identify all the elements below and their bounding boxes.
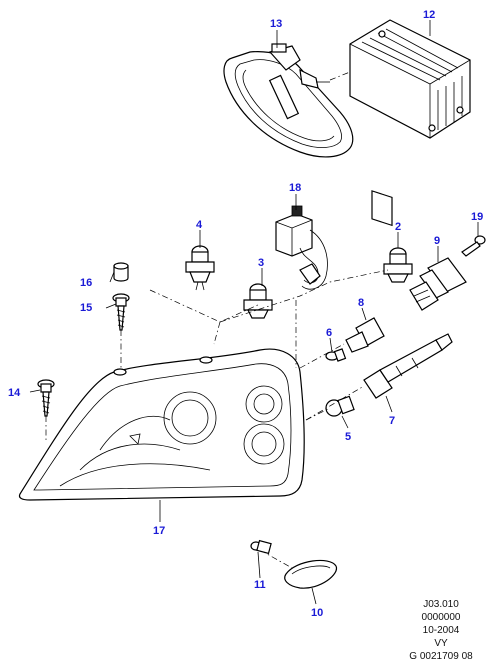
part-8-bulb-holder [345, 317, 385, 353]
part-19-screw [461, 235, 486, 257]
callout-4: 4 [196, 219, 203, 231]
callout-19: 19 [471, 211, 483, 223]
callout-18: 18 [289, 182, 301, 194]
part-7-bulb-holder-harness [363, 333, 453, 399]
callout-8: 8 [358, 297, 364, 309]
callout-10: 10 [311, 607, 323, 619]
callout-12: 12 [423, 9, 435, 21]
callout-2: 2 [395, 221, 401, 233]
callout-13: 13 [270, 18, 282, 30]
leader-lines [29, 20, 479, 605]
part-5-bulb [325, 395, 355, 417]
part-12-ballast-module [349, 19, 471, 227]
reference-drawing-id: G 0021709 08 [409, 651, 473, 662]
callout-11: 11 [254, 579, 266, 591]
callout-16: 16 [80, 277, 92, 289]
reference-model: VY [434, 638, 448, 649]
reference-block: J03.010 0000000 10-2004 VY G 0021709 08 [399, 598, 483, 663]
part-13-gasket [223, 43, 354, 158]
callout-6: 6 [326, 327, 332, 339]
part-3-bulb [243, 283, 273, 319]
reference-date: 10-2004 [422, 625, 460, 636]
part-18-connector-harness [275, 205, 328, 290]
callout-5: 5 [345, 431, 351, 443]
reference-code: J03.010 [423, 599, 459, 610]
part-17-headlamp-assembly [18, 348, 305, 501]
callout-3: 3 [258, 257, 264, 269]
part-15-screw [112, 293, 130, 331]
part-2-bulb [383, 247, 413, 283]
part-4-bulb [185, 245, 215, 291]
part-6-wedge-bulb [325, 348, 347, 362]
reference-number: 0000000 [421, 612, 461, 623]
callout-9: 9 [434, 235, 440, 247]
part-11-bulb [250, 539, 272, 555]
part-14-screw [37, 379, 55, 417]
part-9-xenon-bulb [409, 257, 467, 311]
callout-14: 14 [8, 387, 21, 399]
callout-7: 7 [389, 415, 395, 427]
part-10-side-repeater [284, 559, 338, 589]
callout-15: 15 [80, 302, 92, 314]
callout-17: 17 [153, 525, 165, 537]
part-16-cap [113, 262, 129, 282]
callout-labels: 13 12 18 4 2 19 9 3 16 15 8 6 14 7 5 17 … [8, 9, 483, 619]
